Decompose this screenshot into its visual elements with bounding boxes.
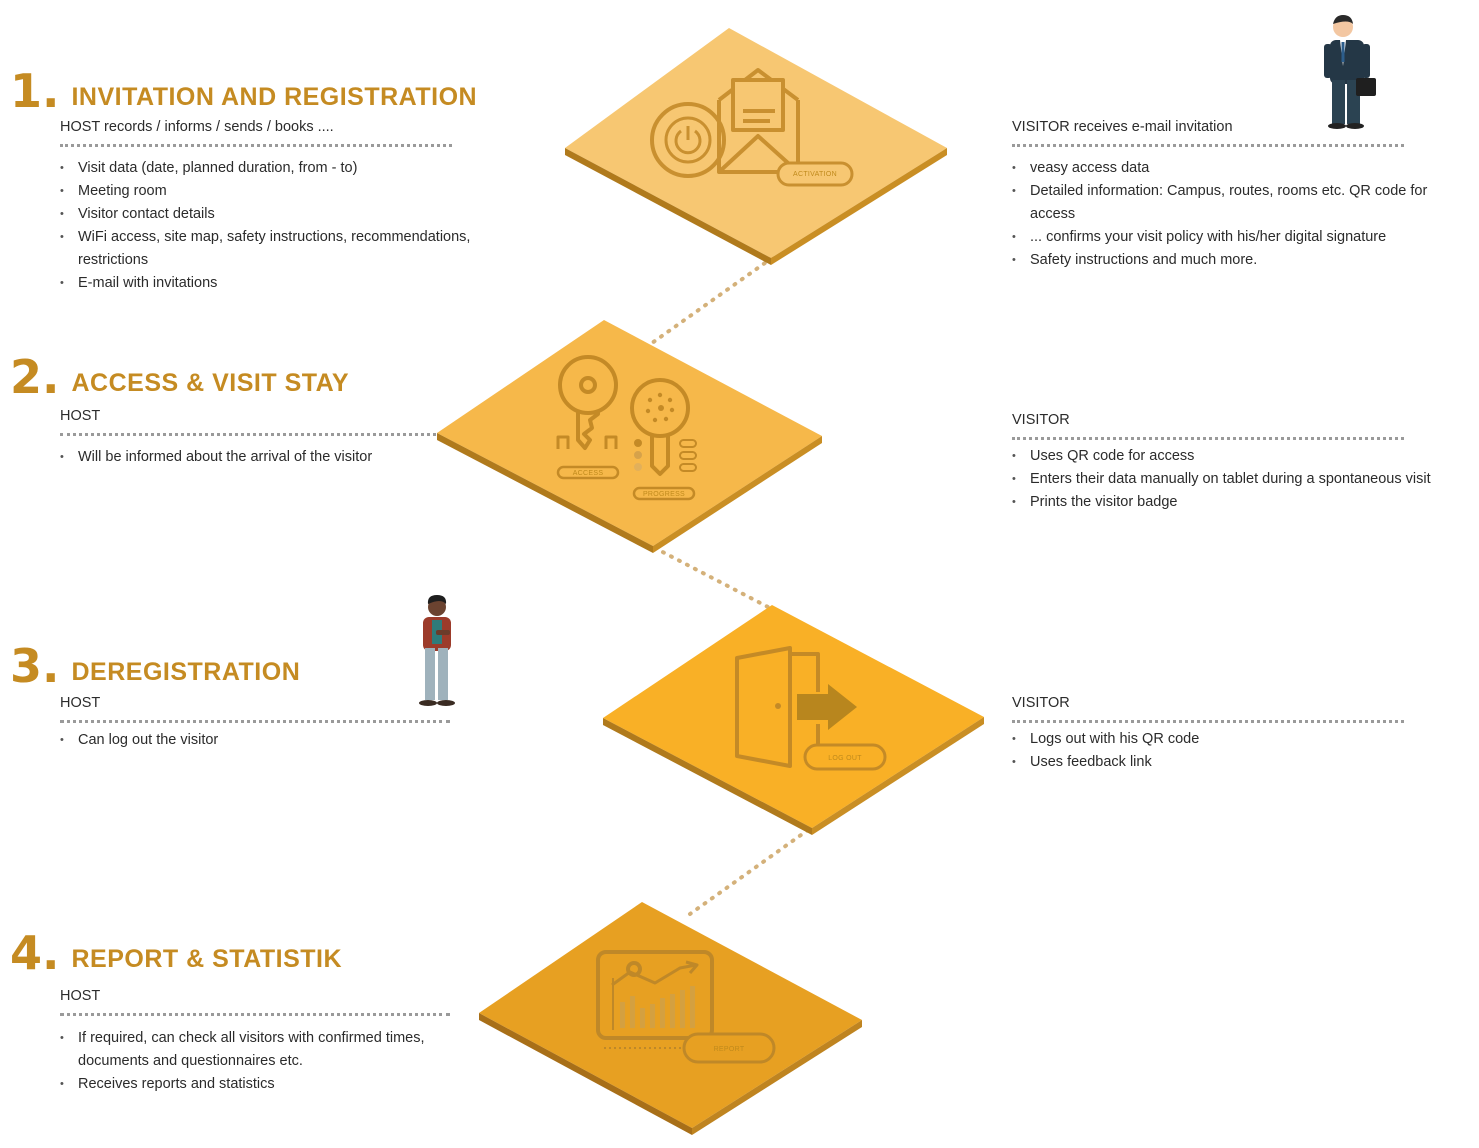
tile-report: REPORT bbox=[479, 902, 862, 1135]
chart-icon bbox=[596, 950, 714, 1049]
step-2-heading: 2. ACCESS & VISIT STAY bbox=[10, 354, 349, 400]
list-item: Uses QR code for access bbox=[1012, 445, 1452, 468]
tile-invitation: ACTIVATION bbox=[565, 28, 947, 265]
step-1-host-list: Visit data (date, planned duration, from… bbox=[60, 157, 480, 295]
step-1-visitor-list: veasy access data Detailed information: … bbox=[1012, 157, 1442, 272]
step-2-host-list: Will be informed about the arrival of th… bbox=[60, 446, 480, 469]
chart-bars bbox=[620, 986, 695, 1028]
tile-deregistration: LOG OUT bbox=[603, 605, 984, 835]
list-item: Will be informed about the arrival of th… bbox=[60, 446, 480, 469]
list-item: veasy access data bbox=[1012, 157, 1442, 180]
step-title: DEREGISTRATION bbox=[71, 658, 301, 686]
tile-label-progress: PROGRESS bbox=[643, 491, 685, 498]
logout-pill bbox=[803, 743, 887, 771]
connector-1-2 bbox=[650, 256, 774, 345]
step-3-heading: 3. DEREGISTRATION bbox=[10, 643, 300, 689]
step-3-host-role: HOST bbox=[60, 695, 450, 723]
step-4-heading: 4. REPORT & STATISTIK bbox=[10, 930, 342, 976]
step-2-visitor-role: VISITOR bbox=[1012, 412, 1404, 440]
list-item: ... confirms your visit policy with his/… bbox=[1012, 226, 1442, 249]
step-4-host-role: HOST bbox=[60, 988, 450, 1016]
report-pill bbox=[682, 1032, 776, 1064]
list-item: Visitor contact details bbox=[60, 203, 480, 226]
list-item: Enters their data manually on tablet dur… bbox=[1012, 468, 1452, 491]
list-item: Safety instructions and much more. bbox=[1012, 249, 1442, 272]
visitor-figure bbox=[419, 595, 455, 706]
step-number: 3. bbox=[10, 639, 60, 693]
step-1-visitor-role: VISITOR receives e-mail invitation bbox=[1012, 119, 1404, 147]
arrow-right-icon bbox=[797, 684, 857, 730]
step-1-heading: 1. INVITATION AND REGISTRATION bbox=[10, 68, 477, 114]
list-item: Meeting room bbox=[60, 180, 480, 203]
tile-label-access: ACCESS bbox=[573, 470, 604, 477]
tile-label-logout: LOG OUT bbox=[828, 755, 862, 762]
tile-access: ACCESS PROGRESS bbox=[437, 320, 822, 553]
list-item: WiFi access, site map, safety instructio… bbox=[60, 226, 480, 272]
step-number: 1. bbox=[10, 64, 60, 118]
step-2-visitor-list: Uses QR code for access Enters their dat… bbox=[1012, 445, 1452, 514]
tile-label-report: REPORT bbox=[714, 1046, 745, 1053]
key-icon bbox=[556, 355, 618, 450]
step-title: INVITATION AND REGISTRATION bbox=[71, 83, 478, 111]
connector-3-4 bbox=[688, 828, 810, 916]
power-icon bbox=[650, 102, 726, 178]
list-item: If required, can check all visitors with… bbox=[60, 1027, 460, 1073]
list-item: Prints the visitor badge bbox=[1012, 491, 1452, 514]
step-1-host-role: HOST records / informs / sends / books .… bbox=[60, 119, 452, 147]
step-4-host-list: If required, can check all visitors with… bbox=[60, 1027, 460, 1096]
connector-2-3 bbox=[653, 546, 770, 609]
activation-pill bbox=[776, 161, 854, 187]
keyhole-icon bbox=[630, 378, 690, 476]
list-item: Uses feedback link bbox=[1012, 751, 1442, 774]
list-item: Receives reports and statistics bbox=[60, 1073, 460, 1096]
envelope-icon bbox=[717, 68, 800, 174]
list-item: Detailed information: Campus, routes, ro… bbox=[1012, 180, 1442, 226]
connectors bbox=[650, 256, 810, 916]
progress-dots bbox=[634, 439, 697, 472]
list-item: Visit data (date, planned duration, from… bbox=[60, 157, 480, 180]
tile-label-activation: ACTIVATION bbox=[793, 171, 837, 178]
step-3-visitor-list: Logs out with his QR code Uses feedback … bbox=[1012, 728, 1442, 774]
list-item: Can log out the visitor bbox=[60, 729, 480, 752]
step-number: 2. bbox=[10, 350, 60, 404]
step-title: REPORT & STATISTIK bbox=[71, 945, 343, 973]
step-title: ACCESS & VISIT STAY bbox=[71, 369, 350, 397]
list-item: E-mail with invitations bbox=[60, 272, 480, 295]
step-3-host-list: Can log out the visitor bbox=[60, 729, 480, 752]
list-item: Logs out with his QR code bbox=[1012, 728, 1442, 751]
step-3-visitor-role: VISITOR bbox=[1012, 695, 1404, 723]
step-2-host-role: HOST bbox=[60, 408, 436, 436]
businessman-figure bbox=[1324, 15, 1376, 129]
step-number: 4. bbox=[10, 926, 60, 980]
